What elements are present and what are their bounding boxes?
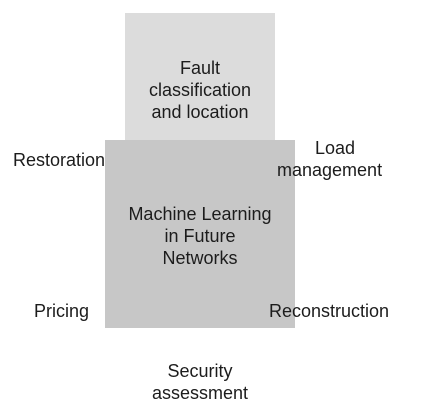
- security-assessment-line-1: Security: [167, 361, 233, 381]
- fault-classification-line-2: classification: [148, 80, 252, 100]
- machine-learning-box: [105, 140, 295, 328]
- pricing-label: Pricing: [34, 301, 90, 321]
- machine-learning-line-1: Machine Learning: [128, 204, 272, 224]
- restoration-label: Restoration: [13, 150, 106, 170]
- load-management-line-1: Load: [315, 138, 356, 158]
- fault-classification-line-1: Fault: [179, 58, 221, 78]
- security-assessment-label: Security assessment: [125, 360, 275, 404]
- fault-classification-label: Fault classification and location: [125, 57, 275, 123]
- fault-classification-line-3: and location: [151, 102, 249, 122]
- machine-learning-line-3: Networks: [162, 248, 238, 268]
- load-management-label: Load management: [277, 137, 382, 181]
- load-management-line-2: management: [277, 160, 383, 180]
- fault-classification-box: [125, 13, 275, 143]
- security-assessment-line-2: assessment: [151, 383, 249, 403]
- machine-learning-label: Machine Learning in Future Networks: [105, 203, 295, 269]
- reconstruction-label: Reconstruction: [269, 301, 390, 321]
- machine-learning-line-2: in Future: [164, 226, 236, 246]
